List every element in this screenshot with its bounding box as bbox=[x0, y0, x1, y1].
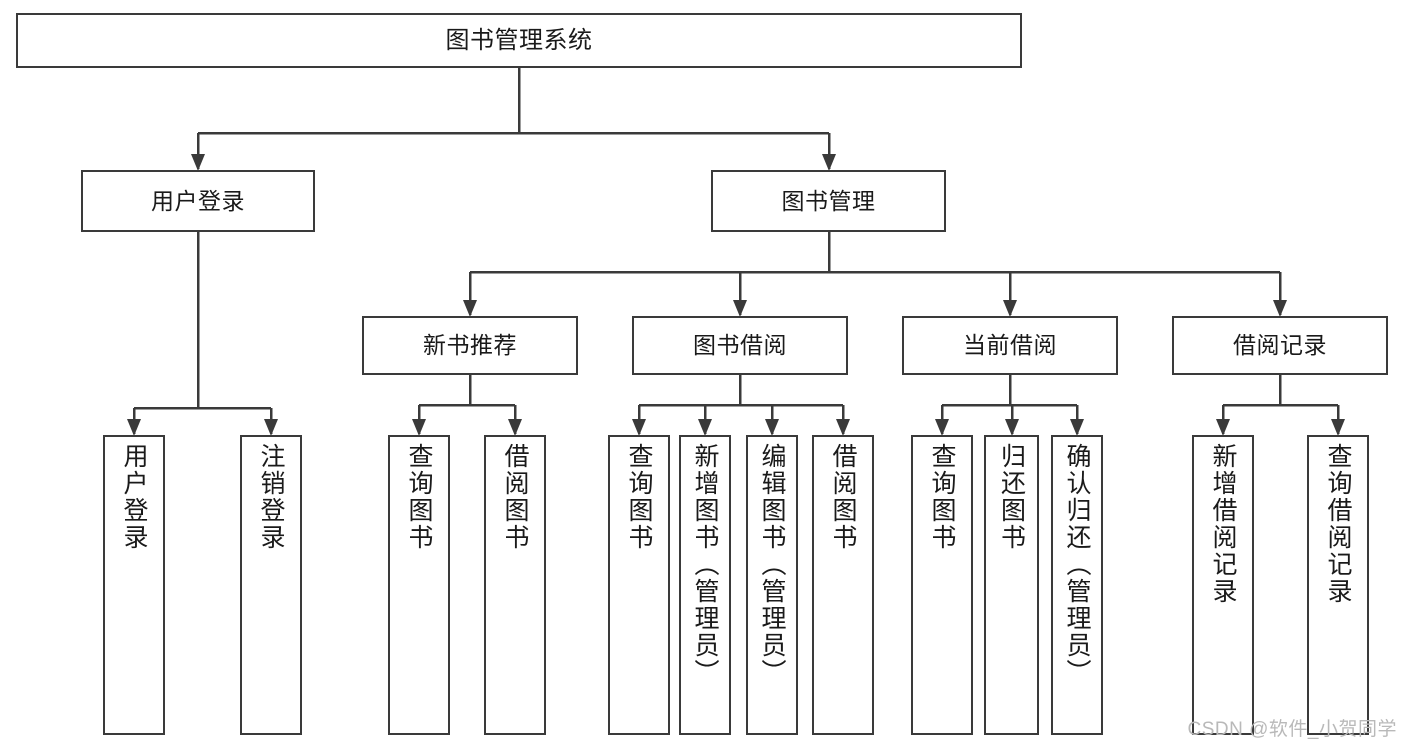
node-leaf-logout[interactable]: 注销登录 bbox=[240, 435, 302, 735]
node-user-login[interactable]: 用户登录 bbox=[81, 170, 315, 232]
node-label: 用户登录 bbox=[120, 443, 148, 551]
node-leaf-add-book[interactable]: 新增图书（管理员） bbox=[679, 435, 731, 735]
node-leaf-edit-book[interactable]: 编辑图书（管理员） bbox=[746, 435, 798, 735]
node-leaf-query-3[interactable]: 查询图书 bbox=[911, 435, 973, 735]
watermark: CSDN @软件_小贺同学 bbox=[1187, 719, 1397, 740]
node-label: 用户登录 bbox=[151, 187, 245, 214]
node-current-borrow[interactable]: 当前借阅 bbox=[902, 316, 1118, 375]
node-new-book-rec[interactable]: 新书推荐 bbox=[362, 316, 578, 375]
node-label: 新增借阅记录 bbox=[1209, 443, 1237, 605]
node-leaf-add-rec[interactable]: 新增借阅记录 bbox=[1192, 435, 1254, 735]
node-leaf-borrow-1[interactable]: 借阅图书 bbox=[484, 435, 546, 735]
node-leaf-confirm[interactable]: 确认归还（管理员） bbox=[1051, 435, 1103, 735]
node-label: 当前借阅 bbox=[963, 332, 1057, 358]
node-root[interactable]: 图书管理系统 bbox=[16, 13, 1022, 68]
node-label: 图书借阅 bbox=[693, 332, 787, 358]
node-label: 借阅记录 bbox=[1233, 332, 1327, 358]
node-leaf-user-login[interactable]: 用户登录 bbox=[103, 435, 165, 735]
node-borrow-record[interactable]: 借阅记录 bbox=[1172, 316, 1388, 375]
node-label: 查询图书 bbox=[928, 443, 956, 551]
node-label: 图书管理 bbox=[781, 187, 876, 214]
node-label: 借阅图书 bbox=[501, 443, 529, 551]
node-leaf-query-rec[interactable]: 查询借阅记录 bbox=[1307, 435, 1369, 735]
node-label: 注销登录 bbox=[257, 443, 285, 551]
node-label: 编辑图书（管理员） bbox=[758, 443, 786, 686]
node-label: 借阅图书 bbox=[829, 443, 857, 551]
node-label: 归还图书 bbox=[997, 443, 1026, 551]
node-leaf-query-2[interactable]: 查询图书 bbox=[608, 435, 670, 735]
node-label: 查询借阅记录 bbox=[1324, 443, 1352, 605]
node-label: 确认归还（管理员） bbox=[1063, 443, 1091, 686]
node-leaf-return[interactable]: 归还图书 bbox=[984, 435, 1039, 735]
node-leaf-query-1[interactable]: 查询图书 bbox=[388, 435, 450, 735]
node-label: 查询图书 bbox=[405, 443, 433, 551]
node-leaf-borrow-2[interactable]: 借阅图书 bbox=[812, 435, 874, 735]
node-label: 查询图书 bbox=[625, 443, 653, 551]
node-book-manage[interactable]: 图书管理 bbox=[711, 170, 946, 232]
node-label: 新书推荐 bbox=[423, 332, 517, 358]
node-book-borrow[interactable]: 图书借阅 bbox=[632, 316, 848, 375]
node-label: 新增图书（管理员） bbox=[691, 443, 719, 686]
node-label: 图书管理系统 bbox=[445, 26, 593, 54]
